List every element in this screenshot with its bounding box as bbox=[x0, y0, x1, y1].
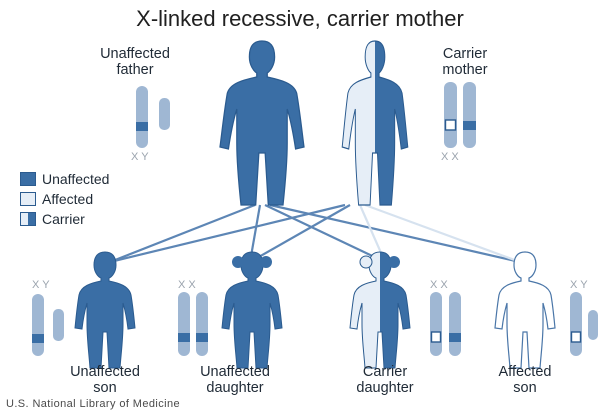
mother-chromosomes bbox=[444, 82, 476, 148]
unaffected-daughter-chromosomes bbox=[178, 292, 208, 356]
child4-label: Affected son bbox=[480, 364, 570, 396]
carrier-daughter-figure bbox=[350, 252, 410, 368]
child3-label-line1: Carrier bbox=[335, 364, 435, 380]
unaffected-daughter-figure bbox=[222, 252, 282, 368]
mother-figure bbox=[342, 41, 408, 205]
child4-label-line1: Affected bbox=[480, 364, 570, 380]
unaffected-son-chromosomes bbox=[32, 294, 64, 356]
carrier-daughter-chromosomes bbox=[430, 292, 461, 356]
child1-label: Unaffected son bbox=[55, 364, 155, 396]
child4-label-line2: son bbox=[480, 380, 570, 396]
inheritance-lines bbox=[110, 205, 520, 262]
father-figure bbox=[220, 41, 304, 205]
child4-chromosome-letters: X Y bbox=[570, 279, 588, 291]
father-chromosomes bbox=[136, 86, 170, 148]
child3-chromosome-letters: X X bbox=[430, 279, 448, 291]
child1-label-line1: Unaffected bbox=[55, 364, 155, 380]
child2-label-line2: daughter bbox=[180, 380, 290, 396]
affected-son-figure bbox=[495, 252, 555, 368]
child3-label-line2: daughter bbox=[335, 380, 435, 396]
child3-label: Carrier daughter bbox=[335, 364, 435, 396]
child1-chromosome-letters: X Y bbox=[32, 279, 50, 291]
child2-chromosome-letters: X X bbox=[178, 279, 196, 291]
child1-label-line2: son bbox=[55, 380, 155, 396]
child2-label-line1: Unaffected bbox=[180, 364, 290, 380]
unaffected-son-figure bbox=[75, 252, 135, 368]
source-credit: U.S. National Library of Medicine bbox=[6, 398, 180, 410]
child2-label: Unaffected daughter bbox=[180, 364, 290, 396]
affected-son-chromosomes bbox=[570, 292, 598, 356]
